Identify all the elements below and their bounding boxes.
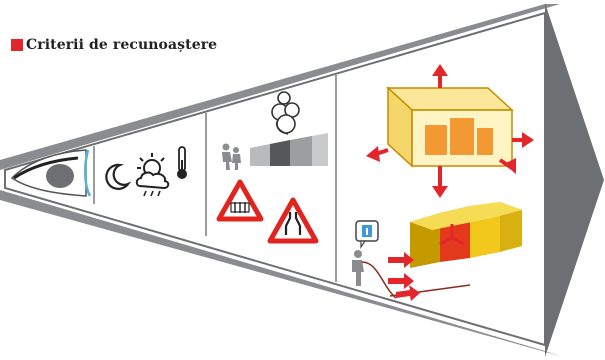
smoke-icon (271, 91, 300, 135)
observer-icon (352, 250, 364, 286)
expanding-box-icon (366, 64, 534, 198)
road-narrows-sign-icon (267, 197, 319, 244)
level-crossing-sign-icon (216, 179, 264, 222)
moon-icon (105, 163, 132, 190)
thermometer-icon (177, 146, 187, 179)
legend: Criterii de recunoaștere (11, 37, 217, 53)
pedestrians-icon (222, 143, 241, 170)
eye-icon (10, 149, 92, 197)
observation-arrows (388, 252, 420, 301)
legend-text: Criterii de recunoaștere (26, 37, 218, 53)
legend-marker (11, 39, 23, 51)
urban-barrier-icon (250, 133, 328, 166)
arrow-head-shape (545, 3, 604, 357)
info-speech-icon (355, 220, 379, 249)
sun-cloud-icon (135, 153, 170, 197)
crumbling-wall-icon (410, 202, 522, 268)
